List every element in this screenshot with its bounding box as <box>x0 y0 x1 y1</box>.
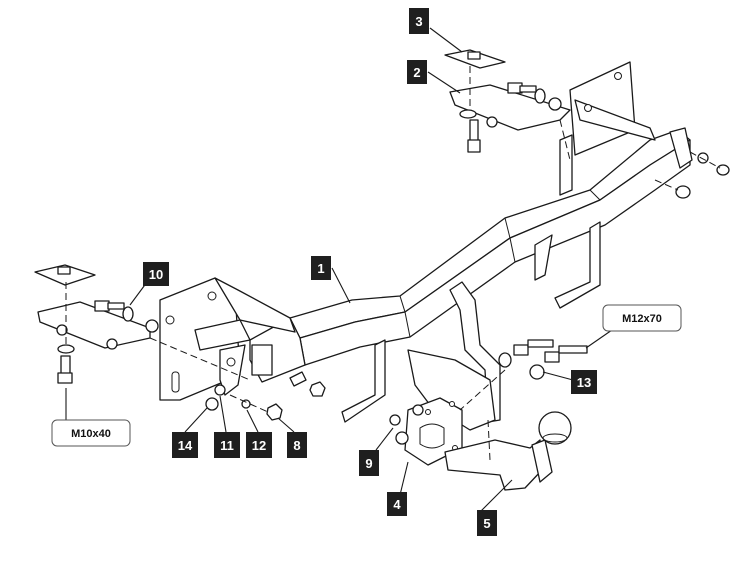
left-mounting-bracket <box>159 277 296 401</box>
crossbar <box>249 127 693 383</box>
callout-9: 9 <box>359 450 379 476</box>
left-hardware <box>34 264 251 384</box>
callout-4-label: 4 <box>393 497 401 512</box>
ball-neck <box>444 411 572 491</box>
callout-12-label: 12 <box>252 438 266 453</box>
callout-14-label: 14 <box>178 438 193 453</box>
callout-1-label: 1 <box>317 261 324 276</box>
spec-right-text: M12x70 <box>622 313 662 325</box>
callout-5-label: 5 <box>483 516 490 531</box>
callout-5: 5 <box>477 510 497 536</box>
lower-left-hardware <box>205 371 326 421</box>
callout-12: 12 <box>246 432 272 458</box>
callout-4: 4 <box>387 492 407 516</box>
callout-11: 11 <box>214 432 240 458</box>
callout-13: 13 <box>571 370 597 394</box>
callout-9-label: 9 <box>365 456 372 471</box>
callout-3: 3 <box>409 8 429 34</box>
callout-1: 1 <box>311 256 331 280</box>
leader-lines <box>65 27 613 513</box>
callout-13-label: 13 <box>577 375 591 390</box>
callout-14: 14 <box>172 432 198 458</box>
spec-label-right: M12x70 <box>602 304 682 332</box>
callout-11-label: 11 <box>220 438 234 453</box>
spec-label-left: M10x40 <box>51 419 131 447</box>
right-mounting-bracket <box>559 61 656 196</box>
support-legs <box>341 221 601 423</box>
callout-8-label: 8 <box>293 438 300 453</box>
callout-10: 10 <box>143 262 169 286</box>
callout-8: 8 <box>287 432 307 458</box>
right-hardware <box>444 49 730 199</box>
callout-10-label: 10 <box>149 267 163 282</box>
callout-2-label: 2 <box>413 65 420 80</box>
callout-3-label: 3 <box>415 14 422 29</box>
spec-left-text: M10x40 <box>71 428 111 440</box>
callout-2: 2 <box>407 60 427 84</box>
